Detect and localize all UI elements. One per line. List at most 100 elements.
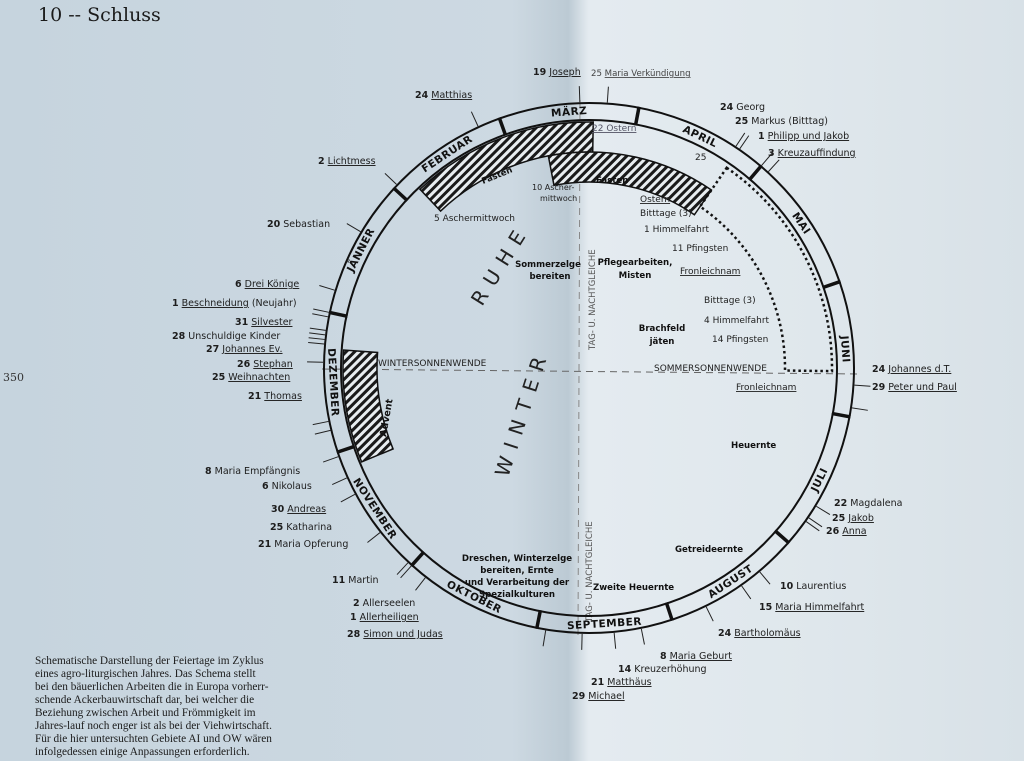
aschermittwoch-early-label: 5 Aschermittwoch	[434, 214, 515, 224]
himmelfahrt-label: 4 Himmelfahrt	[704, 316, 770, 326]
feast-label: 22 Magdalena	[834, 498, 903, 509]
feast-label: 24 Bartholomäus	[718, 628, 801, 639]
feast-tick	[314, 429, 331, 435]
month-ring	[323, 102, 855, 634]
page-number: 350	[3, 371, 24, 384]
feast-label: 26 Stephan	[237, 359, 293, 370]
ring-inner-circle	[340, 119, 838, 617]
feast-tick	[312, 420, 329, 426]
month-boundary	[497, 117, 508, 137]
feast-label: 8 Maria Geburt	[660, 651, 732, 662]
himmelfahrt-label: 1 Himmelfahrt	[644, 225, 710, 235]
feast-label: 3 Kreuzauffindung	[768, 148, 856, 159]
activity-dreschen: Spezialkulturen	[479, 590, 555, 600]
feast-label: 2 Allerseelen	[353, 598, 415, 609]
feast-tick	[768, 159, 780, 172]
feast-label: 6 Nikolaus	[262, 481, 312, 492]
feast-label: 25 Markus (Bitttag)	[735, 116, 828, 127]
month-boundary	[747, 164, 763, 182]
month-label: JULI	[808, 466, 830, 495]
feast-ticks	[307, 86, 871, 650]
activity-sommerzelge: bereiten	[529, 272, 570, 282]
feast-label: 15 Maria Himmelfahrt	[759, 602, 865, 613]
feast-tick	[805, 521, 820, 532]
activity-pflege: Misten	[619, 271, 652, 281]
month-boundary	[821, 279, 842, 290]
feast-label: 31 Silvester	[235, 317, 293, 328]
feast-labels: 24 Matthias 2 Lichtmess 20 Sebastian 6 D…	[172, 67, 957, 702]
month-boundary	[328, 310, 348, 319]
fronleichnam-label: Fronleichnam	[680, 267, 740, 277]
feast-tick	[309, 327, 326, 331]
feast-tick	[396, 562, 409, 575]
feast-label: 24 Georg	[720, 102, 765, 113]
feast-label: 11 Martin	[332, 575, 379, 586]
feast-tick	[313, 308, 329, 313]
pfingsten-label: 14 Pfingsten	[712, 335, 768, 345]
feast-label: 29 Michael	[572, 691, 625, 702]
feast-tick	[312, 313, 329, 318]
feast-tick	[415, 577, 426, 591]
feast-tick	[735, 132, 746, 147]
feast-label: 1 Allerheiligen	[350, 612, 419, 623]
summer-solstice-label: SOMMERSONNENWENDE	[654, 364, 767, 374]
caption-line: Beziehung zwischen Arbeit und Frömmigkei…	[35, 707, 256, 719]
feast-label: 24 Johannes d.T.	[872, 364, 951, 375]
feast-label: 25 Weihnachten	[212, 372, 290, 383]
activity-getreideernte: Getreideernte	[675, 545, 743, 555]
caption-line: bei den bäuerlichen Arbeiten die in Euro…	[35, 681, 269, 693]
activity-pflege: Pflegearbeiten,	[598, 258, 673, 268]
month-label: MAI	[789, 210, 812, 237]
feast-label: 20 Sebastian	[267, 219, 330, 230]
month-boundary	[773, 529, 791, 545]
caption-line: Jahres-lauf noch enger ist als bei der V…	[35, 720, 272, 732]
feast-tick	[346, 223, 361, 233]
feast-label: 6 Drei Könige	[235, 279, 299, 290]
bitttage-label: Bitttage (3)	[704, 296, 756, 306]
month-label: SEPTEMBER	[567, 616, 643, 632]
month-boundary	[392, 186, 409, 202]
feast-label: 8 Maria Empfängnis	[205, 466, 300, 477]
feast-label: 21 Maria Opferung	[258, 539, 348, 550]
month-boundary	[664, 602, 674, 622]
feast-tick	[332, 477, 347, 485]
feast-label: 19 Joseph	[533, 67, 581, 78]
caption-line: Schematische Darstellung der Feiertage i…	[35, 655, 264, 667]
feast-tick	[759, 571, 771, 585]
feast-tick	[741, 585, 752, 600]
equinox-label: TAG- U. NACHTGLEICHE	[588, 249, 598, 351]
aschermittwoch-late-label: 10 Ascher-	[532, 183, 575, 192]
caption-line: infolgedessen einige Anpassungen erforde…	[35, 746, 250, 758]
feast-tick	[308, 337, 325, 340]
feast-tick	[400, 565, 412, 579]
feast-tick	[340, 493, 356, 503]
ostern-early-label: 22 Ostern	[592, 124, 636, 134]
activity-heuernte: Heuernte	[731, 441, 776, 451]
fasten-early-band	[418, 121, 594, 213]
caption: Schematische Darstellung der Feiertage i…	[35, 655, 272, 758]
winter-solstice-label: WINTERSONNENWENDE	[378, 359, 487, 369]
month-label: MÄRZ	[550, 103, 587, 120]
pfingsten-label: 11 Pfingsten	[672, 244, 728, 254]
ring-outer-circle	[323, 102, 855, 634]
feast-label: 26 Anna	[826, 526, 867, 537]
feast-label: 2 Lichtmess	[318, 156, 376, 167]
month-label: DEZEMBER	[325, 348, 341, 417]
feast-tick	[851, 407, 868, 411]
fasten-label: Fasten	[596, 176, 628, 186]
feast-label: 21 Matthäus	[591, 677, 652, 688]
bitttage-label: Bitttage (3)	[640, 209, 692, 219]
solstice-line	[321, 368, 861, 375]
advent-label: Advent	[378, 398, 396, 438]
feast-tick	[308, 342, 325, 345]
month-boundary	[409, 550, 426, 568]
month-label: JUNI	[838, 334, 852, 363]
feast-tick	[854, 384, 871, 387]
activity-sommerzelge: Sommerzelge	[515, 260, 581, 270]
period-bands	[342, 121, 834, 463]
feast-label: 10 Laurentius	[780, 581, 846, 592]
feast-tick	[367, 532, 381, 543]
equinox-line	[577, 99, 581, 641]
feast-tick	[309, 332, 326, 336]
feast-tick	[384, 173, 397, 185]
